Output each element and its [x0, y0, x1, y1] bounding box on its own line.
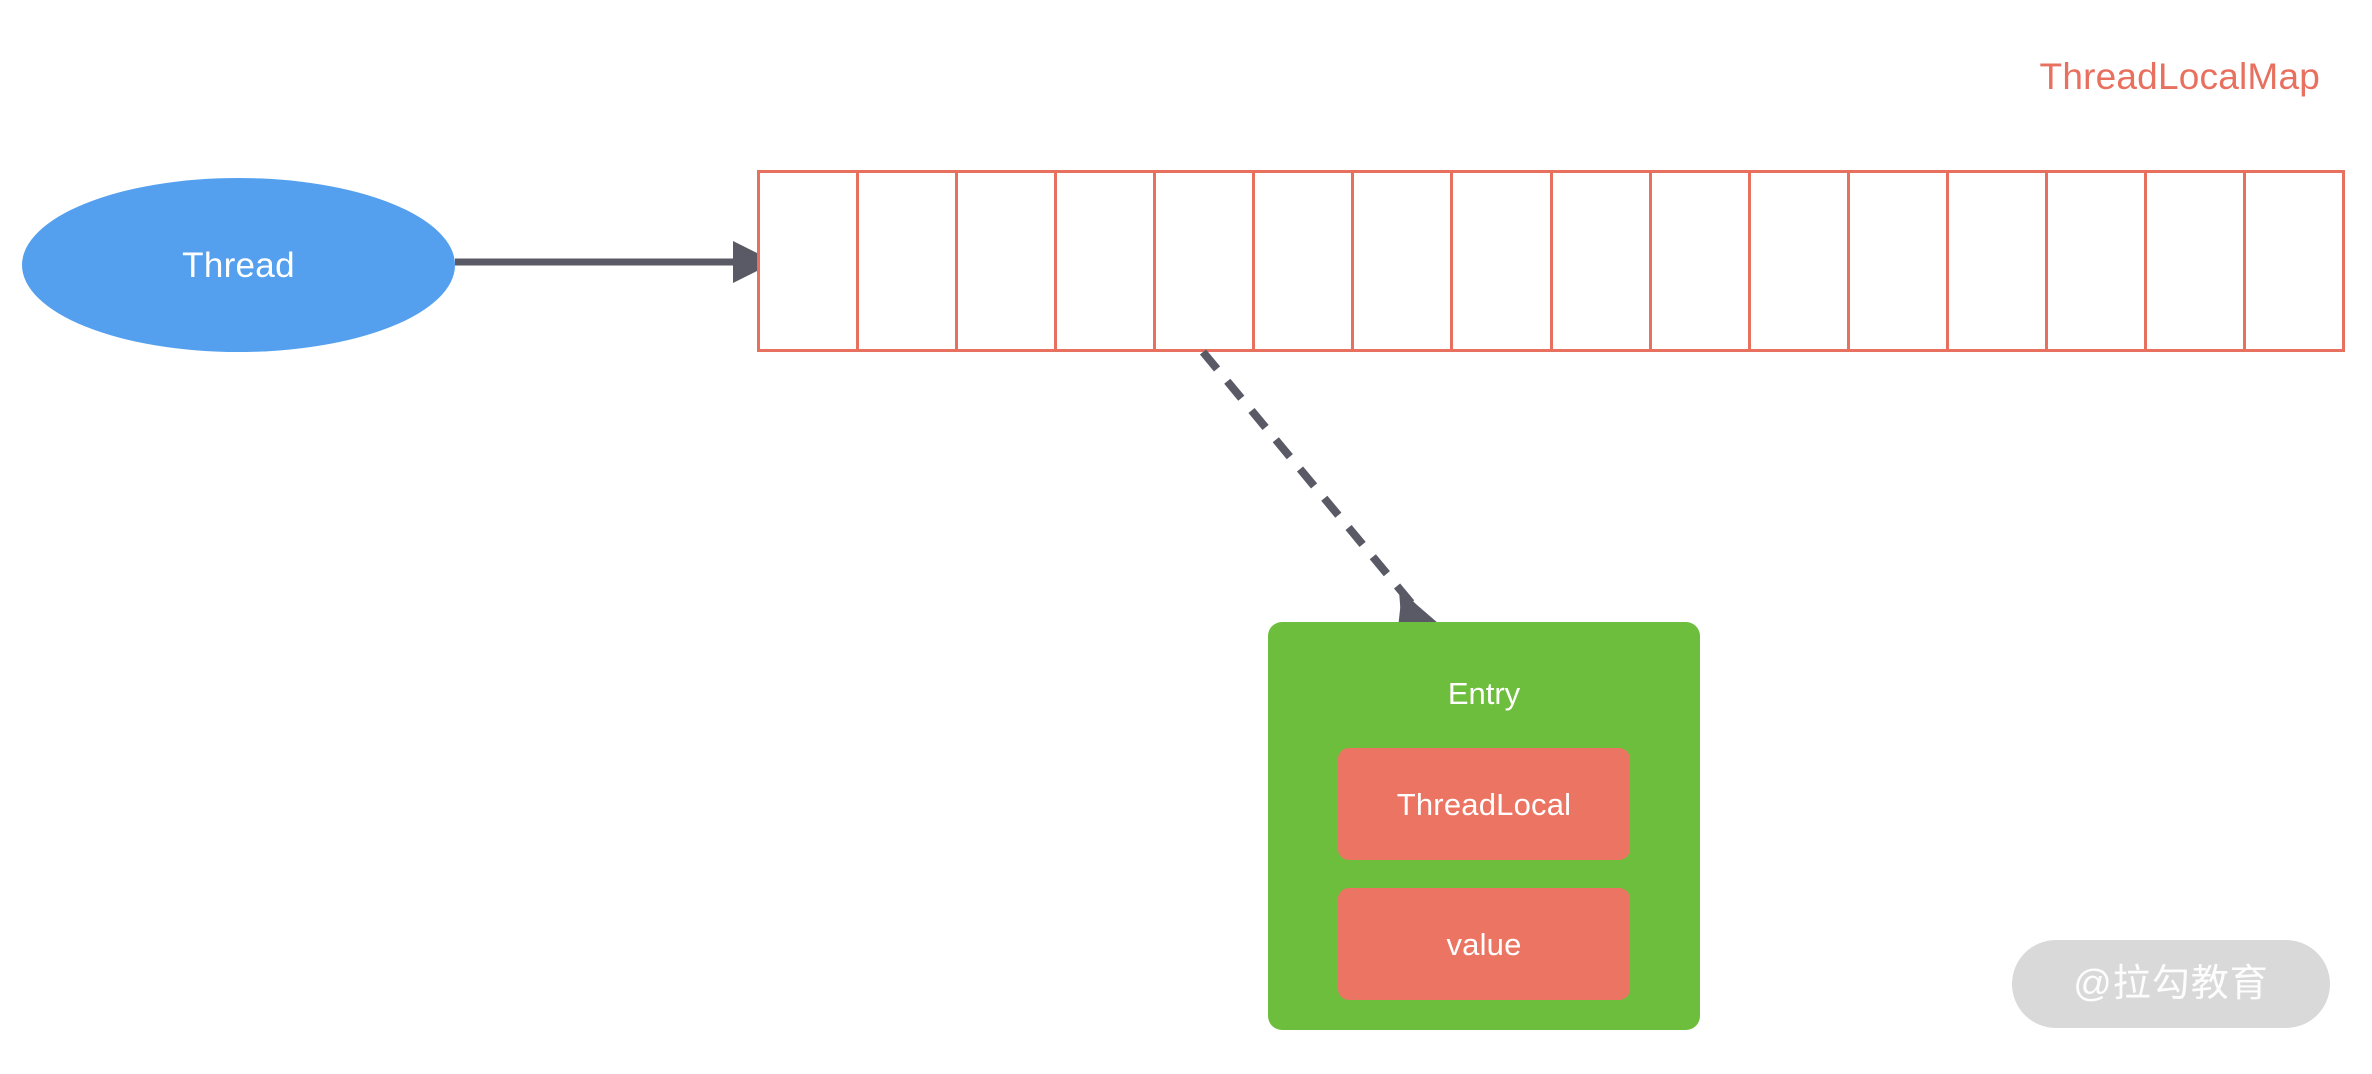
thread-to-map-connector	[455, 241, 775, 283]
table-cell[interactable]	[1354, 173, 1454, 349]
entry-field-value[interactable]: value	[1338, 888, 1630, 1000]
threadlocalmap-table	[757, 170, 2345, 352]
table-cell[interactable]	[760, 173, 860, 349]
table-cell[interactable]	[859, 173, 959, 349]
page-title: ThreadLocalMap	[2039, 56, 2320, 97]
table-cell[interactable]	[2146, 173, 2246, 349]
table-cell[interactable]	[1849, 173, 1949, 349]
watermark-badge: @拉勾教育	[2012, 940, 2330, 1028]
slot-to-entry-connector	[1199, 349, 1446, 631]
watermark-label: @拉勾教育	[2073, 963, 2269, 1005]
entry-field-threadlocal-label: ThreadLocal	[1396, 786, 1572, 822]
table-cell[interactable]	[1651, 173, 1751, 349]
table-cell[interactable]	[1255, 173, 1355, 349]
table-cell[interactable]	[1057, 173, 1157, 349]
table-cell[interactable]	[2245, 173, 2342, 349]
table-cell[interactable]	[2047, 173, 2147, 349]
table-cell[interactable]	[1552, 173, 1652, 349]
thread-node-label: Thread	[182, 245, 295, 285]
table-cell[interactable]	[1453, 173, 1553, 349]
entry-node: Entry ThreadLocal value	[1268, 622, 1700, 1030]
table-cell[interactable]	[958, 173, 1058, 349]
entry-title: Entry	[1447, 676, 1521, 711]
table-cell[interactable]	[1750, 173, 1850, 349]
entry-field-threadlocal[interactable]: ThreadLocal	[1338, 748, 1630, 860]
table-cell[interactable]	[1948, 173, 2048, 349]
table-cell[interactable]	[1156, 173, 1256, 349]
connector-line	[1199, 349, 1416, 607]
entry-field-value-label: value	[1446, 926, 1522, 962]
thread-node: Thread	[22, 178, 455, 352]
